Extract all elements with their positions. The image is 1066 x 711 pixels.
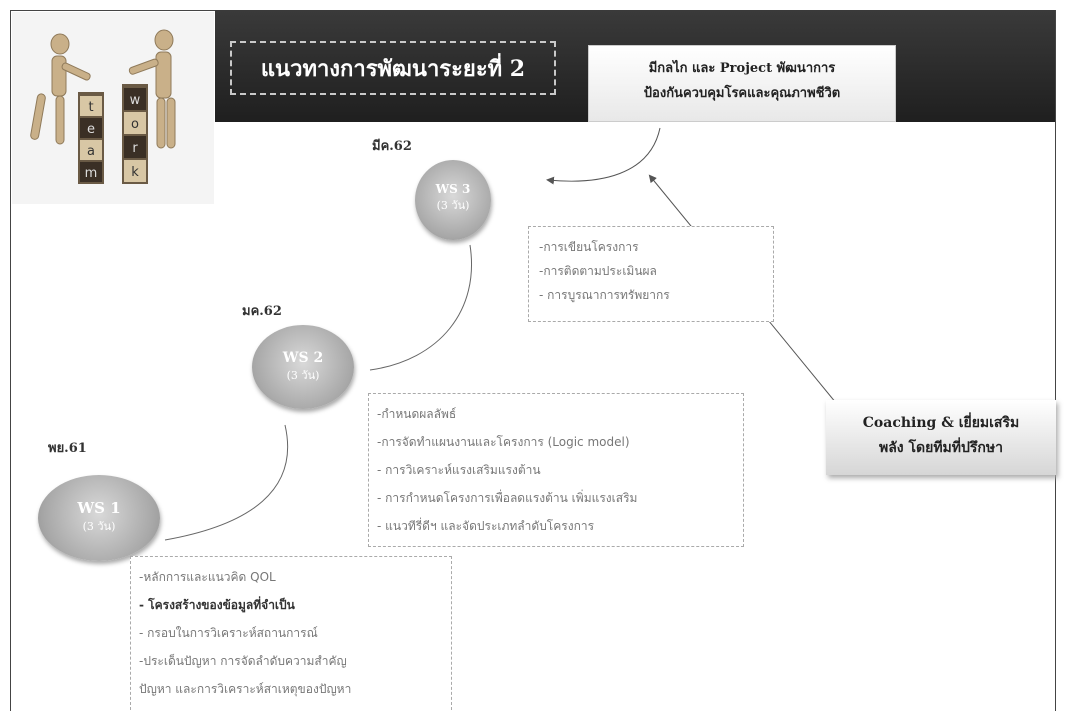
- ws2-topic-item: - แนวทีรี่ดีฯ และจัดประเภทลำดับโครงการ: [377, 519, 595, 533]
- svg-text:w: w: [130, 93, 141, 108]
- ws3-days: (3 วัน): [436, 199, 470, 212]
- ws3-topic-item: -การเขียนโครงการ: [539, 240, 639, 254]
- coaching-line: พลัง โดยทีมที่ปรึกษา: [879, 440, 1003, 456]
- topic-line: ป้องกันควบคุมโรคและคุณภาพชีวิต: [643, 86, 841, 101]
- ws1-topic-item: -ประเด็นปัญหา การจัดลำดับความสำคัญ: [139, 654, 347, 668]
- ws1-days: (3 วัน): [82, 520, 116, 533]
- ws3-topic-item: -การติดตามประเมินผล: [539, 264, 657, 278]
- topic-line: มีกลไก และ Project พัฒนาการ: [648, 61, 836, 76]
- ws3-circle: WS 3 (3 วัน): [415, 160, 491, 240]
- ws2-topic-item: -กำหนดผลลัพธ์: [377, 407, 457, 421]
- svg-text:a: a: [87, 144, 95, 159]
- coaching-line: Coaching & เยี่ยมเสริม: [862, 415, 1020, 431]
- ws2-topic-item: - การวิเคราะห์แรงเสริมแรงต้าน: [377, 463, 541, 477]
- ws3-name: WS 3: [435, 182, 471, 196]
- ws3-date: มีค.62: [372, 139, 412, 154]
- svg-text:r: r: [132, 141, 138, 156]
- ws1-topic-item: - โครงสร้างของข้อมูลที่จำเป็น: [139, 598, 295, 612]
- ws2-topic-item: -การจัดทำแผนงานและโครงการ (Logic model): [377, 435, 630, 449]
- teamwork-illustration: t e a m w o r k: [12, 12, 214, 204]
- connector-ws1-ws2: [164, 424, 289, 541]
- ws3-topic-item: - การบูรณาการทรัพยากร: [539, 288, 670, 302]
- ws2-topic-item: - การกำหนดโครงการเพื่อลดแรงต้าน เพิ่มแรง…: [377, 491, 638, 505]
- topic-arrow: [546, 127, 661, 185]
- page-title: แนวทางการพัฒนาระยะที่ 2: [230, 41, 556, 95]
- ws3-topics: -การเขียนโครงการ -การติดตามประเมินผล - ก…: [528, 226, 774, 322]
- svg-text:t: t: [88, 100, 93, 115]
- ws2-days: (3 วัน): [286, 369, 320, 382]
- svg-text:e: e: [87, 122, 95, 137]
- ws1-topic-item: - กรอบในการวิเคราะห์สถานการณ์: [139, 626, 318, 640]
- ws1-name: WS 1: [77, 499, 121, 517]
- ws1-topics: -หลักการและแนวคิด QOL - โครงสร้างของข้อม…: [130, 556, 452, 710]
- coaching-box: Coaching & เยี่ยมเสริม พลัง โดยทีมที่ปรึ…: [826, 400, 1056, 475]
- ws1-topic-item: -หลักการและแนวคิด QOL: [139, 570, 276, 584]
- connector-ws2-ws3: [369, 244, 472, 371]
- ws2-circle: WS 2 (3 วัน): [252, 325, 354, 409]
- ws2-topics: -กำหนดผลลัพธ์ -การจัดทำแผนงานและโครงการ …: [368, 393, 744, 547]
- svg-text:o: o: [131, 117, 139, 132]
- topic-box: มีกลไก และ Project พัฒนาการ ป้องกันควบคุ…: [588, 45, 896, 122]
- svg-text:k: k: [131, 165, 139, 180]
- ws2-name: WS 2: [282, 350, 324, 366]
- ws1-date: พย.61: [48, 441, 87, 456]
- ws1-topic-item: ปัญหา และการวิเคราะห์สาเหตุของปัญหา: [139, 682, 352, 696]
- svg-text:m: m: [85, 166, 98, 181]
- ws1-circle: WS 1 (3 วัน): [38, 475, 160, 561]
- ws2-date: มค.62: [242, 304, 282, 319]
